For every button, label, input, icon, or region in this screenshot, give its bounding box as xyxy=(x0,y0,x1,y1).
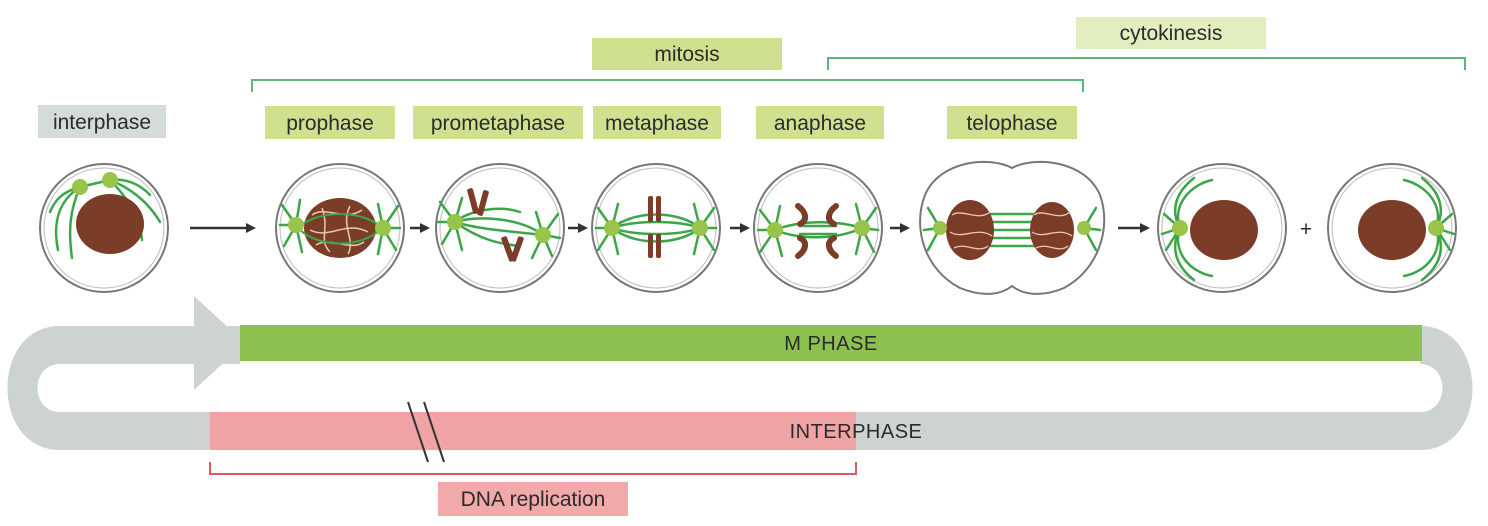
anaphase-label: anaphase xyxy=(756,106,884,139)
arrow-1 xyxy=(190,223,256,233)
arrow-4 xyxy=(730,223,750,233)
prophase-cell xyxy=(275,163,405,293)
svg-text:anaphase: anaphase xyxy=(774,112,866,135)
arrow-3 xyxy=(568,223,588,233)
svg-text:cytokinesis: cytokinesis xyxy=(1120,22,1223,45)
svg-text:metaphase: metaphase xyxy=(605,112,709,135)
dna-replication-bracket xyxy=(209,462,857,475)
m-phase-bar: M PHASE xyxy=(240,325,1422,361)
prophase-label: prophase xyxy=(265,106,395,139)
cytokinesis-label: cytokinesis xyxy=(1076,17,1266,49)
interphase-label: interphase xyxy=(38,105,166,138)
svg-text:prophase: prophase xyxy=(286,112,374,135)
svg-text:telophase: telophase xyxy=(966,112,1057,135)
telophase-cell xyxy=(919,160,1106,295)
prometaphase-label: prometaphase xyxy=(413,106,583,139)
interphase-cell xyxy=(39,163,169,293)
arrow-5 xyxy=(890,223,910,233)
mitosis-label: mitosis xyxy=(592,38,782,70)
cycle-arrowhead xyxy=(194,296,245,390)
svg-text:mitosis: mitosis xyxy=(654,43,719,66)
daughter-cell-right xyxy=(1327,163,1457,293)
arrow-6 xyxy=(1118,223,1150,233)
svg-text:interphase: interphase xyxy=(53,111,151,134)
arrow-2 xyxy=(410,223,430,233)
svg-text:prometaphase: prometaphase xyxy=(431,112,565,135)
mitosis-bracket xyxy=(251,79,1084,92)
metaphase-cell xyxy=(591,163,721,293)
prometaphase-cell xyxy=(435,163,565,293)
daughter-cell-left xyxy=(1157,163,1287,293)
dna-replication-bar xyxy=(210,412,856,450)
plus-sign: + xyxy=(1300,218,1312,241)
anaphase-cell xyxy=(753,163,883,293)
metaphase-label: metaphase xyxy=(593,106,721,139)
cytokinesis-bracket xyxy=(827,57,1466,70)
dna-replication-label: DNA replication xyxy=(438,482,628,516)
svg-text:DNA replication: DNA replication xyxy=(461,488,606,511)
interphase-bar-label: INTERPHASE xyxy=(790,421,923,443)
break-mark xyxy=(407,401,445,463)
svg-text:M PHASE: M PHASE xyxy=(784,333,878,355)
telophase-label: telophase xyxy=(947,106,1077,139)
